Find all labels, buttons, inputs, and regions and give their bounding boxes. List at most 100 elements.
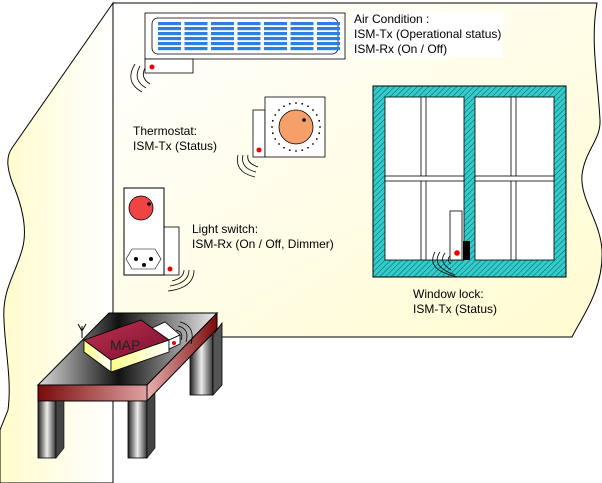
power-socket-icon xyxy=(125,248,162,270)
air-condition-rx: ISM-Rx (On / Off) xyxy=(354,42,448,56)
thermostat-scale-dot xyxy=(271,132,274,135)
ac-vent-slat xyxy=(237,32,261,36)
ac-vent-slat xyxy=(211,27,234,31)
ac-vent-slat xyxy=(290,32,314,36)
thermostat-scale-dot xyxy=(312,109,314,111)
thermostat-scale-dot xyxy=(278,143,280,145)
ac-vent-slat xyxy=(158,32,181,36)
thermostat-scale-dot xyxy=(271,126,273,128)
light-switch-rx: ISM-Rx (On / Off, Dimmer) xyxy=(192,237,334,251)
thermostat-scale-dot xyxy=(288,149,291,152)
ac-vent-slat xyxy=(184,47,208,51)
ac-vent-slat xyxy=(158,27,181,31)
thermostat-scale-dot xyxy=(295,102,297,104)
thermostat-scale-dot xyxy=(283,146,285,149)
light-switch-device xyxy=(123,187,195,292)
air-condition-label: Air Condition : ISM-Tx (Operational stat… xyxy=(352,12,504,57)
ac-vent-slat xyxy=(290,27,314,31)
thermostat-device xyxy=(236,96,326,178)
thermostat-scale-dot xyxy=(278,109,280,111)
window-lock-label: Window lock: ISM-Tx (Status) xyxy=(413,287,497,317)
ac-vent-slat xyxy=(264,42,287,46)
light-switch-title: Light switch: xyxy=(192,222,259,236)
ac-vent-slat xyxy=(184,27,208,31)
ac-vent-slat xyxy=(211,22,234,26)
ac-vent-slat xyxy=(264,22,287,26)
map-box-label: MAP xyxy=(110,337,140,353)
thermostat-label: Thermostat: ISM-Tx (Status) xyxy=(133,124,217,154)
ac-vent-slat xyxy=(237,37,261,41)
thermostat-scale-dot xyxy=(271,119,274,122)
ac-vent-slat xyxy=(158,22,181,26)
window-lock-tx: ISM-Tx (Status) xyxy=(413,302,498,316)
ac-vent-slat xyxy=(317,32,340,36)
window-lock-led-icon xyxy=(454,250,460,256)
ac-vent-grille xyxy=(158,22,340,51)
thermostat-title: Thermostat: xyxy=(133,124,198,138)
ac-vent-slat xyxy=(184,37,208,41)
thermostat-scale-dot xyxy=(307,146,309,149)
ac-vent-slat xyxy=(264,32,287,36)
thermostat-led-icon xyxy=(256,147,262,153)
ac-vent-slat xyxy=(184,22,208,26)
ac-vent-slat xyxy=(317,22,340,26)
ac-vent-slat xyxy=(290,22,314,26)
thermostat-scale-dot xyxy=(315,114,318,116)
light-switch-dimmer-knob xyxy=(128,195,154,221)
ac-radio-waves-icon xyxy=(130,63,151,93)
thermostat-scale-dot xyxy=(318,119,321,122)
ac-vent-slat xyxy=(237,27,261,31)
window-lock-title: Window lock: xyxy=(413,287,484,301)
ac-vent-slat xyxy=(211,42,234,46)
ac-vent-slat xyxy=(264,37,287,41)
ac-vent-slat xyxy=(158,37,181,41)
ac-vent-slat xyxy=(317,27,340,31)
ac-vent-slat xyxy=(317,42,340,46)
map-antenna-icon xyxy=(77,323,87,338)
map-led-icon xyxy=(172,341,176,345)
map-gateway-box: MAP xyxy=(77,319,193,373)
air-condition-unit xyxy=(130,12,346,93)
ac-vent-slat xyxy=(211,47,234,51)
thermostat-scale-dot xyxy=(274,114,277,116)
thermostat-scale-dot xyxy=(274,138,277,140)
ac-vent-slat xyxy=(237,22,261,26)
thermostat-radio-waves-icon xyxy=(236,154,259,178)
ac-vent-slat xyxy=(290,37,314,41)
thermostat-tx: ISM-Tx (Status) xyxy=(133,139,218,153)
ac-vent-slat xyxy=(237,47,261,51)
ac-vent-slat xyxy=(184,42,208,46)
window-lock-radio-waves-icon xyxy=(432,251,459,278)
light-switch-radio-waves-icon xyxy=(167,269,195,292)
ac-vent-slat xyxy=(290,47,314,51)
window-lock-device xyxy=(432,210,470,278)
thermostat-scale-dot xyxy=(288,102,291,105)
ac-vent-slat xyxy=(317,37,340,41)
ac-vent-slat xyxy=(211,32,234,36)
light-switch-led-icon xyxy=(167,266,173,272)
window xyxy=(372,85,567,278)
thermostat-scale-dot xyxy=(318,132,321,135)
ac-vent-slat xyxy=(264,47,287,51)
thermostat-scale-dot xyxy=(312,143,314,145)
ac-vent-slat xyxy=(158,47,181,51)
ac-vent-slat xyxy=(317,47,340,51)
thermostat-scale-dot xyxy=(307,105,309,108)
ac-vent-slat xyxy=(290,42,314,46)
thermostat-scale-dot xyxy=(283,105,285,108)
window-lock-bolt xyxy=(463,241,470,260)
light-switch-label: Light switch: ISM-Rx (On / Off, Dimmer) xyxy=(192,222,334,252)
thermostat-scale-dot xyxy=(301,149,304,152)
ac-vent-slat xyxy=(211,37,234,41)
thermostat-scale-dot xyxy=(301,102,304,105)
air-condition-title: Air Condition : xyxy=(354,12,430,26)
ac-led-icon xyxy=(149,64,155,70)
map-radio-waves-icon xyxy=(175,321,193,345)
ac-vent-slat xyxy=(184,32,208,36)
ac-vent-slat xyxy=(158,42,181,46)
thermostat-scale-dot xyxy=(295,150,297,152)
thermostat-scale-dot xyxy=(319,126,321,128)
thermostat-scale-dot xyxy=(315,138,318,140)
ac-vent-slat xyxy=(264,27,287,31)
